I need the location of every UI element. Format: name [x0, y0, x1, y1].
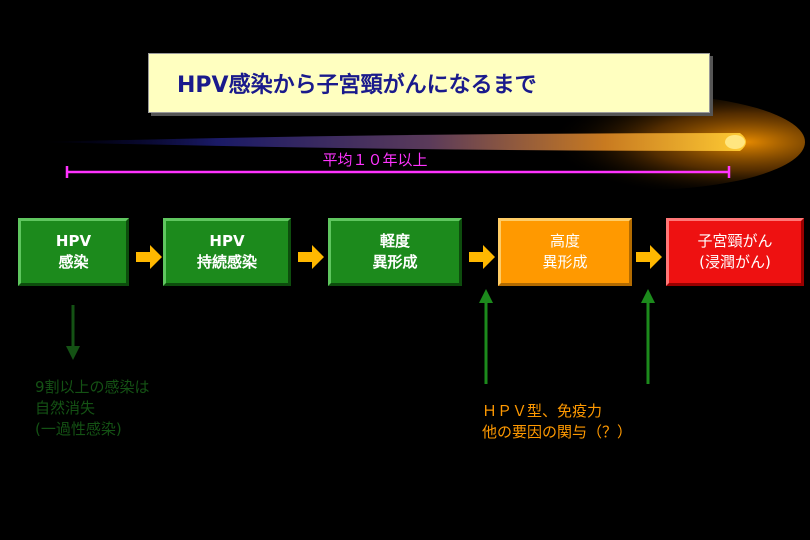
stage-line2: (浸潤がん) [699, 253, 771, 271]
stage-persistent-infection: HPV 持続感染 [163, 218, 291, 286]
comet-tail [40, 133, 746, 151]
stage-severe-dysplasia: 高度 異形成 [498, 218, 632, 286]
title-box: HPV感染から子宮頸がんになるまで [148, 53, 710, 113]
stage-line2: 感染 [58, 253, 89, 271]
note-spontaneous-clearance: 9割以上の感染は 自然消失 (一過性感染) [35, 377, 150, 440]
span-label: 平均１０年以上 [322, 151, 428, 169]
note-line: 9割以上の感染は [35, 378, 150, 396]
comet-head [725, 135, 745, 149]
page-title: HPV感染から子宮頸がんになるまで [177, 73, 537, 98]
note-line: 他の要因の関与（？） [482, 423, 633, 441]
flow-arrow-3 [469, 245, 495, 269]
stage-line2: 異形成 [372, 253, 418, 271]
stage-hpv-infection: HPV 感染 [18, 218, 129, 286]
up-arrow-2-head [641, 289, 655, 303]
stage-cervical-cancer: 子宮頸がん (浸潤がん) [666, 218, 804, 286]
up-arrow-1-head [479, 289, 493, 303]
stage-line1: 軽度 [379, 232, 410, 250]
flow-arrow-1 [136, 245, 162, 269]
note-line: ＨＰＶ型、免疫力 [482, 402, 603, 420]
stage-line2: 異形成 [542, 253, 588, 271]
stage-line1: HPV [209, 232, 245, 250]
note-line: (一過性感染) [35, 420, 122, 438]
stage-line1: 子宮頸がん [697, 232, 773, 250]
flow-arrow-2 [298, 245, 324, 269]
flow-arrow-4 [636, 245, 662, 269]
note-line: 自然消失 [35, 399, 96, 417]
stage-line2: 持続感染 [196, 253, 257, 271]
down-arrow-head [66, 346, 80, 360]
stage-line1: 高度 [549, 232, 580, 250]
stage-line1: HPV [55, 232, 92, 250]
stage-mild-dysplasia: 軽度 異形成 [328, 218, 462, 286]
note-contributing-factors: ＨＰＶ型、免疫力 他の要因の関与（？） [482, 401, 632, 443]
